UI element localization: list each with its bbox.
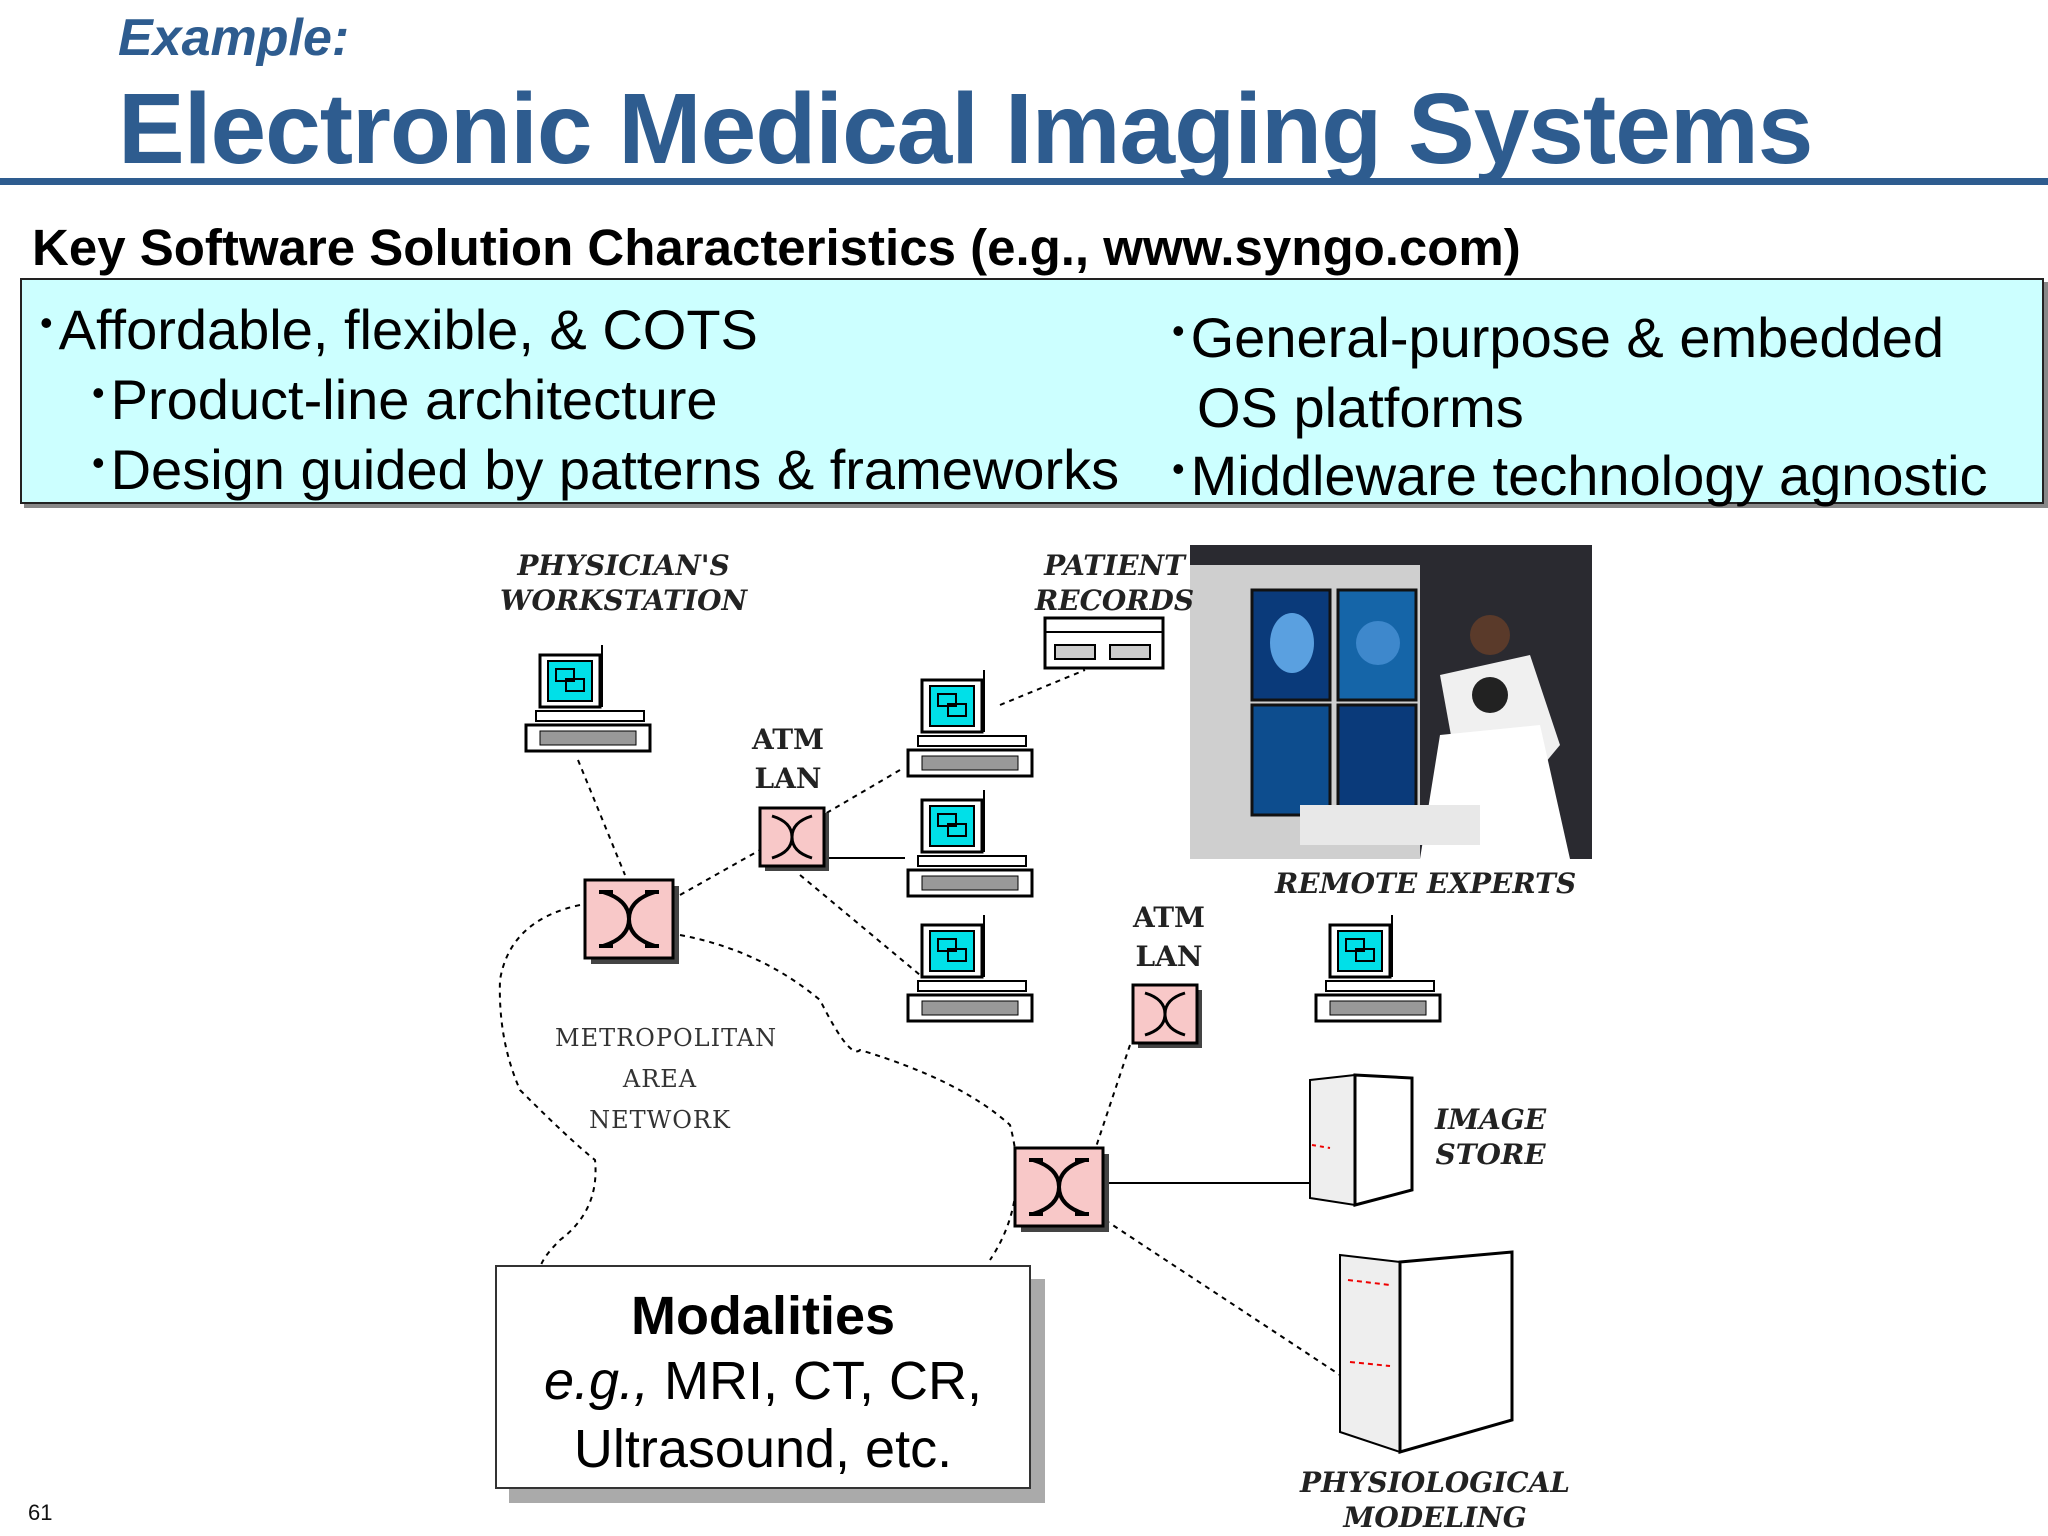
lan-computer-3 [906,913,1034,1023]
metro-switch-1 [583,878,681,966]
modalities-line-1: e.g., MRI, CT, CR, [543,1351,983,1411]
slide-title: Electronic Medical Imaging Systems [118,73,1813,185]
lan-computer-1 [906,668,1034,778]
solid-links [820,857,1310,1184]
image-store-tower [1309,1073,1414,1207]
bullet-middleware: •Middleware technology agnostic [1172,444,1988,507]
modalities-title: Modalities [630,1286,896,1346]
lan-computer-2 [906,788,1034,898]
physician-workstation-computer [524,643,652,753]
atm-lan-switch-1 [758,806,831,873]
remote-expert-computer [1314,913,1442,1023]
bullet-os-platforms: •General-purpose & embedded [1172,306,1944,369]
modalities-line-2: Ultrasound, etc. [573,1419,953,1479]
subtitle: Key Software Solution Characteristics (e… [32,219,1521,276]
remote-experts-photo [1190,545,1592,859]
title-rule [0,178,2048,185]
bullet-product-line: •Product-line architecture [92,368,718,431]
metro-switch-2 [1013,1146,1111,1234]
remote-experts-label: REMOTE EXPERTS [1275,867,1577,900]
patient-records-server [1043,616,1165,670]
bullet-patterns: •Design guided by patterns & frameworks [92,438,1120,501]
modalities-box: Modalities e.g., MRI, CT, CR, Ultrasound… [495,1265,1031,1489]
characteristics-box: •Affordable, flexible, & COTS •Product-l… [20,278,2044,504]
example-label: Example: [118,9,350,67]
page-number: 61 [28,1500,53,1525]
bullet-os-platforms-cont: OS platforms [1197,376,1524,439]
bullet-affordable: •Affordable, flexible, & COTS [40,298,758,361]
physiological-tower [1339,1250,1514,1454]
atm-lan-switch-2 [1131,983,1204,1050]
